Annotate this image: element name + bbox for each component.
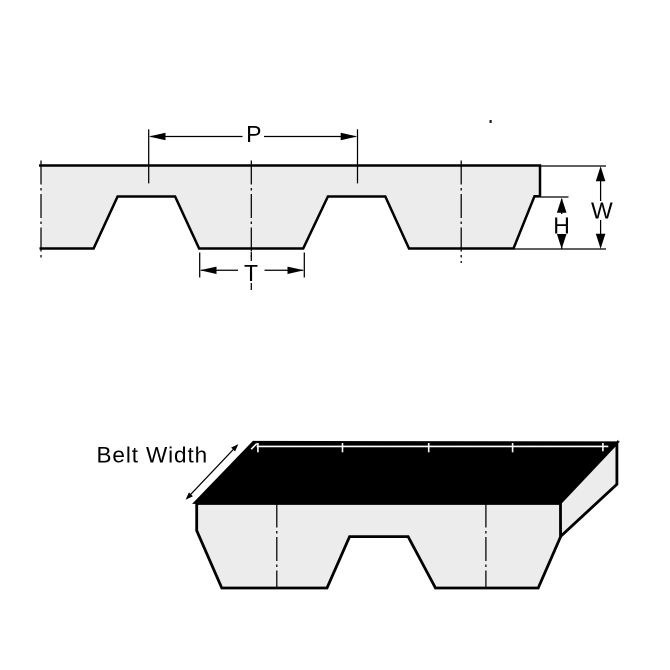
svg-text:Belt Width: Belt Width — [97, 443, 209, 468]
svg-text:P: P — [246, 121, 261, 147]
svg-text:H: H — [553, 212, 570, 238]
svg-text:W: W — [591, 198, 613, 224]
svg-text:T: T — [244, 260, 258, 286]
